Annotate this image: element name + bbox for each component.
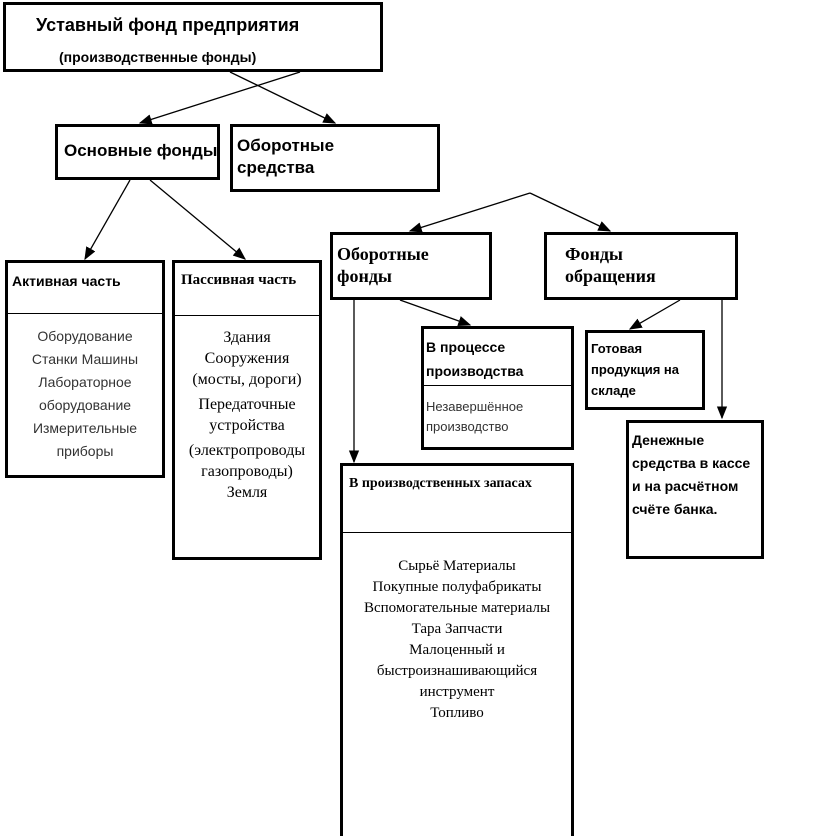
circulation-funds-label: Фонды обращения: [565, 244, 656, 286]
authorized-capital-subtitle: (производственные фонды): [59, 49, 257, 65]
in-process-title: В процессе производства: [426, 339, 524, 379]
authorized-capital-title: Уставный фонд предприятия: [36, 15, 300, 35]
stocks-item: Сырьё Материалы: [398, 558, 516, 574]
active-item: приборы: [56, 443, 114, 459]
active-item: оборудование: [38, 397, 132, 413]
in-process-item: Незавершённое: [426, 399, 524, 414]
active-item: Оборудование: [37, 328, 133, 344]
stocks-item: Вспомогательные материалы: [363, 600, 551, 616]
passive-part-title: Пассивная часть: [181, 272, 297, 288]
finished-goods-label: Готовая продукция на складе: [591, 341, 679, 398]
authorized-capital-box: Уставный фонд предприятия (производствен…: [3, 2, 383, 72]
finished-goods-box: Готовая продукция на складе: [585, 330, 705, 410]
working-capital-box: Оборотные средства: [230, 124, 440, 192]
in-process-box: В процессе производства Незавершённое пр…: [421, 326, 574, 450]
fixed-assets-box: Основные фонды: [55, 124, 220, 180]
cash-box: Денежные средства в кассе и на расчётном…: [626, 420, 764, 559]
cash-label: Денежные средства в кассе и на расчётном…: [632, 432, 751, 517]
in-process-item: производство: [426, 419, 509, 434]
working-capital-label: Оборотные средства: [237, 136, 335, 177]
fixed-assets-label: Основные фонды: [64, 141, 218, 160]
passive-item: Передаточные устройства: [198, 396, 296, 434]
production-stocks-title: В производственных запасах: [349, 476, 532, 491]
circulating-funds-label: Оборотные фонды: [337, 244, 429, 286]
active-part-title: Активная часть: [12, 273, 121, 289]
stocks-item: Тара Запчасти: [411, 621, 503, 637]
stocks-item: Малоценный и: [409, 642, 505, 658]
stocks-item: быстроизнашивающийся: [376, 663, 538, 679]
active-item: Лабораторное: [38, 374, 132, 390]
passive-item: Здания Сооружения (мосты, дороги): [192, 329, 302, 388]
passive-item: (электропроводы газопроводы) Земля: [188, 442, 306, 501]
passive-part-box: Пассивная часть Здания Сооружения (мосты…: [172, 260, 322, 560]
active-part-box: Активная часть Оборудование Станки Машин…: [5, 260, 165, 478]
active-item: Измерительные: [32, 420, 138, 436]
stocks-item: инструмент: [419, 684, 495, 700]
active-item: Станки Машины: [31, 351, 139, 367]
production-stocks-box: В производственных запасах Сырьё Материа…: [340, 463, 574, 836]
circulation-funds-box: Фонды обращения: [544, 232, 738, 300]
stocks-item: Покупные полуфабрикаты: [372, 579, 542, 595]
circulating-funds-box: Оборотные фонды: [330, 232, 492, 300]
stocks-item: Топливо: [430, 705, 484, 721]
